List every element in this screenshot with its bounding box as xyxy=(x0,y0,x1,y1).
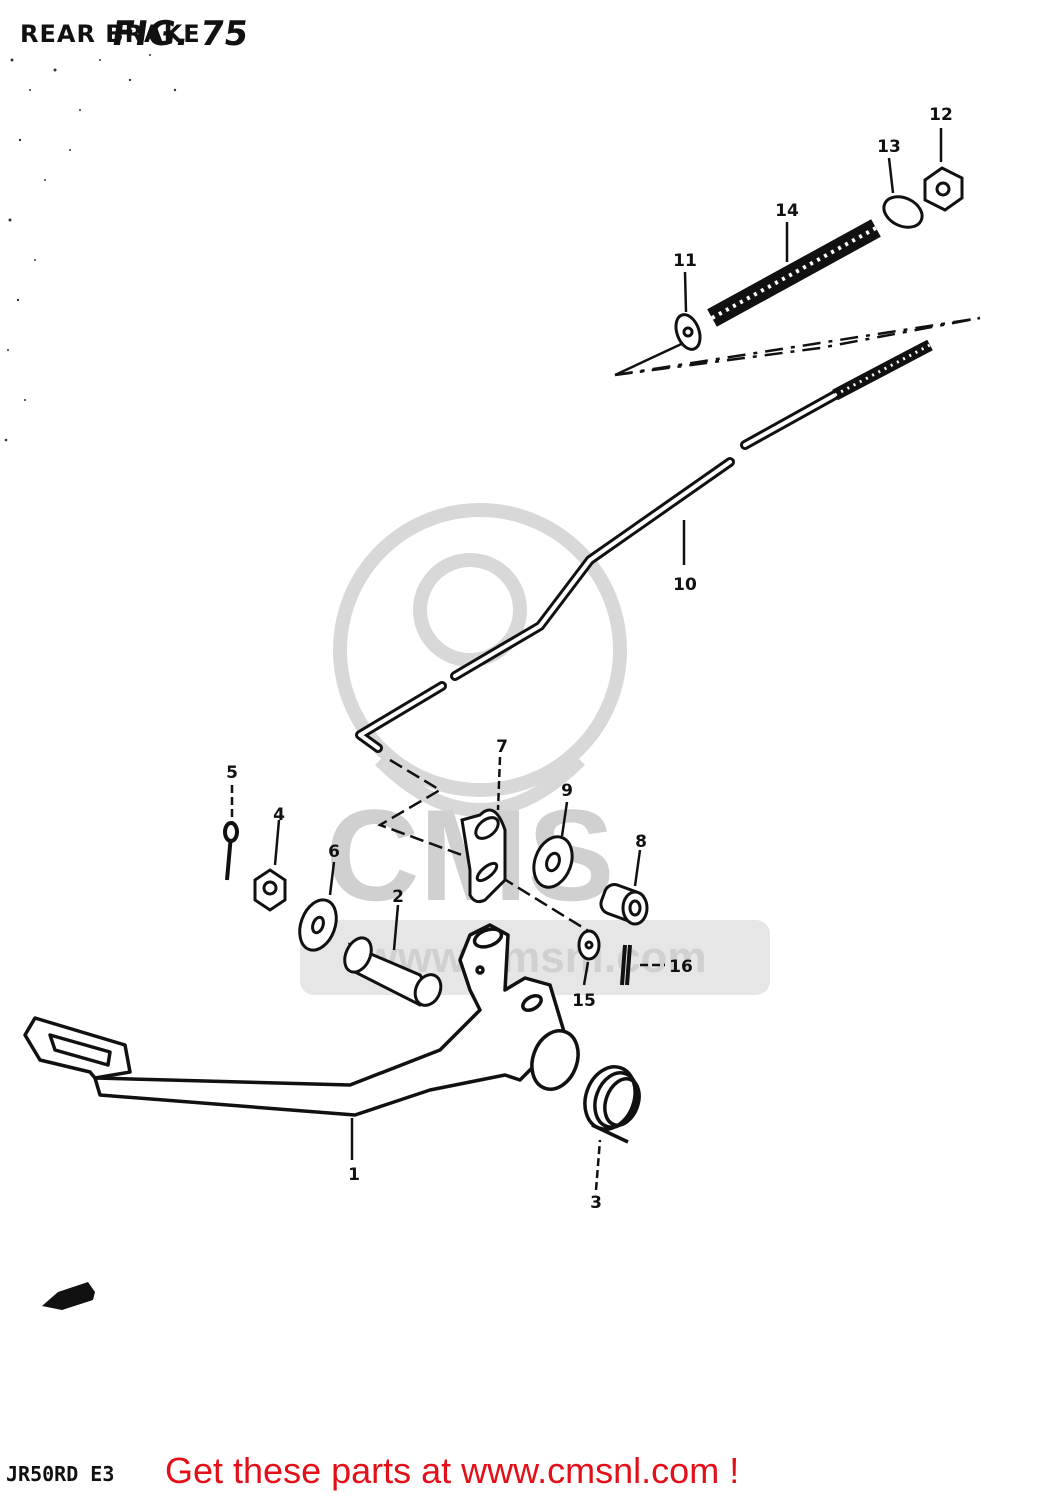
callout-10: 10 xyxy=(673,575,697,595)
promo-link[interactable]: Get these parts at www.cmsnl.com ! xyxy=(165,1450,740,1491)
callout-11: 11 xyxy=(673,251,697,271)
diagram-title: REAR BRAKE xyxy=(20,20,201,48)
part-2-pedal-shaft xyxy=(343,936,443,1007)
guide-line xyxy=(614,338,691,377)
callout-4: 4 xyxy=(273,805,285,825)
callout-1: 1 xyxy=(348,1165,360,1185)
watermark-logo xyxy=(333,503,627,817)
part-9-washer xyxy=(532,835,574,889)
front-arrow-icon xyxy=(42,1282,95,1310)
part-3-return-spring xyxy=(583,1065,641,1144)
part-8-bushing xyxy=(599,883,649,926)
guide-zigzag xyxy=(377,758,596,937)
callout-3: 3 xyxy=(590,1193,602,1213)
part-10-brake-rod-inner xyxy=(358,393,837,750)
part-1-brake-pedal xyxy=(23,923,580,1117)
part-7-pedal-plate xyxy=(460,808,507,904)
callout-15: 15 xyxy=(572,991,596,1011)
callout-16: 16 xyxy=(669,957,693,977)
brake-rod-thread xyxy=(832,339,933,401)
callout-7: 7 xyxy=(496,737,508,757)
part-12-adjusting-nut xyxy=(923,166,964,212)
part-6-washer xyxy=(298,898,338,952)
part-15-washer xyxy=(577,929,601,961)
callout-2: 2 xyxy=(392,887,404,907)
part-4-nut xyxy=(253,868,287,912)
part-13-joint xyxy=(882,195,924,229)
part-16-cotter-pin xyxy=(620,944,632,986)
callout-13: 13 xyxy=(877,137,901,157)
part-11-washer xyxy=(674,313,702,351)
callout-14: 14 xyxy=(775,201,799,221)
model-code: JR50RD E3 xyxy=(6,1462,115,1486)
guide-triangle xyxy=(614,316,981,377)
scan-noise xyxy=(4,39,177,442)
callout-6: 6 xyxy=(328,842,340,862)
part-5-bolt xyxy=(223,821,239,881)
callout-9: 9 xyxy=(561,781,573,801)
part-14-spring xyxy=(707,219,881,327)
figure-reference: FIG. 75 xyxy=(109,14,251,54)
leader-lines xyxy=(230,128,943,1191)
callout-12: 12 xyxy=(929,105,953,125)
callout-8: 8 xyxy=(635,832,647,852)
callout-5: 5 xyxy=(226,763,238,783)
